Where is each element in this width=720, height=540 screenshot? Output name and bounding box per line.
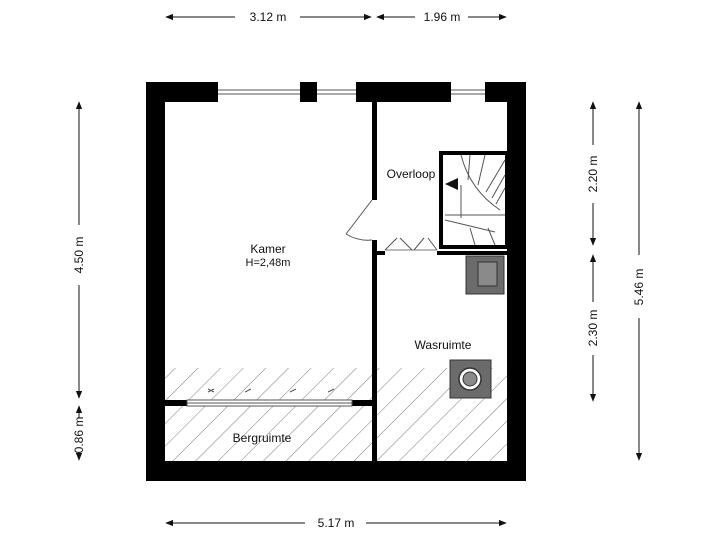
room-label-overloop: Overloop <box>387 167 436 181</box>
dimension-right-lower: 2.30 m <box>586 310 600 347</box>
window-icon <box>218 82 485 102</box>
sliding-door <box>186 388 353 407</box>
dimension-left-upper: 4.50 m <box>72 237 86 274</box>
room-height-kamer: H=2,48m <box>246 257 291 269</box>
dimension-top-left: 3.12 m <box>250 10 287 24</box>
hatched-areas <box>165 368 507 461</box>
stairs-icon <box>439 151 509 249</box>
dimension-right-total: 5.46 m <box>632 269 646 306</box>
dimension-bottom: 5.17 m <box>318 516 355 530</box>
room-label-bergruimte: Bergruimte <box>233 431 292 445</box>
dimension-lines <box>75 13 643 527</box>
dimension-top-right: 1.96 m <box>424 10 461 24</box>
washing-machine-icon <box>449 359 492 399</box>
dimension-right-upper: 2.20 m <box>586 156 600 193</box>
room-label-kamer: Kamer <box>250 242 285 256</box>
dimension-left-lower: 0.86 m <box>72 417 86 454</box>
room-label-wasruimte: Wasruimte <box>415 338 472 352</box>
dryer-icon <box>465 255 505 295</box>
door-icon <box>345 199 438 251</box>
